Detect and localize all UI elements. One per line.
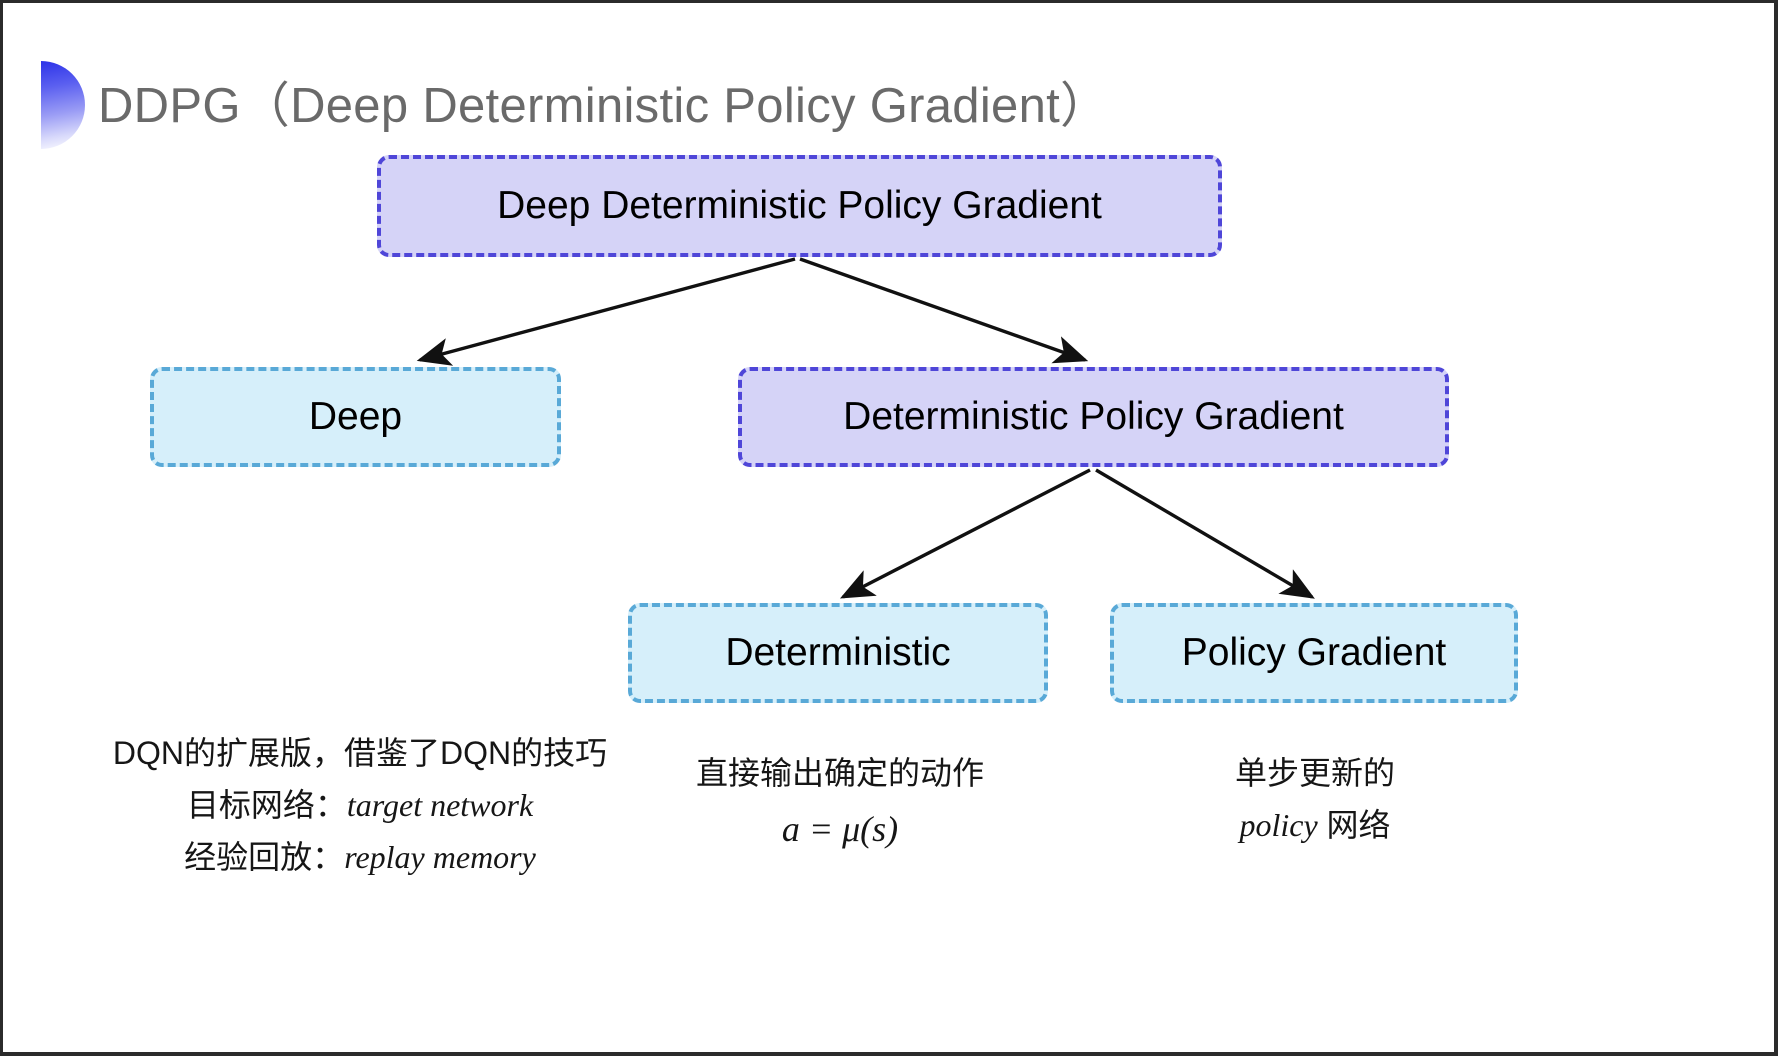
node-deterministic[interactable]: Deterministic — [628, 603, 1048, 703]
slide-border-right — [1774, 0, 1778, 1056]
annotation-deep-line2: 目标网络：target network — [90, 780, 630, 832]
edge-root-to-dpg — [799, 257, 1089, 364]
node-deterministic-policy-gradient[interactable]: Deterministic Policy Gradient — [738, 367, 1449, 467]
annotation-policy-gradient-suffix: 网络 — [1317, 806, 1391, 843]
annotation-deep-line3: 经验回放：replay memory — [90, 832, 630, 884]
edge-root-to-deep — [416, 257, 796, 366]
node-deep-deterministic-policy-gradient[interactable]: Deep Deterministic Policy Gradient — [377, 155, 1222, 257]
node-policy-gradient[interactable]: Policy Gradient — [1110, 603, 1518, 703]
annotation-deep-line2-term: target network — [346, 786, 534, 823]
annotation-deep-line2-label: 目标网络： — [186, 786, 347, 823]
slide-border-bottom — [0, 1052, 1778, 1056]
node-deep[interactable]: Deep — [150, 367, 561, 467]
annotation-deep-line1: DQN的扩展版，借鉴了DQN的技巧 — [112, 735, 608, 771]
annotation-policy-gradient-line2: policy 网络 — [1110, 800, 1520, 852]
annotation-deterministic: 直接输出确定的动作 a = μ(s) — [620, 748, 1060, 858]
annotation-deep-line3-label: 经验回放： — [184, 838, 345, 875]
half-circle-gradient-icon — [41, 61, 85, 149]
annotation-policy-gradient-line1: 单步更新的 — [1234, 755, 1395, 791]
annotation-deep-line3-term: replay memory — [344, 838, 536, 875]
annotation-policy-gradient-term: policy — [1239, 806, 1318, 843]
annotation-deep: DQN的扩展版，借鉴了DQN的技巧 目标网络：target network 经验… — [90, 728, 630, 883]
annotation-policy-gradient: 单步更新的 policy 网络 — [1110, 748, 1520, 852]
edge-dpg-to-deterministic — [839, 468, 1091, 599]
annotation-deterministic-line1: 直接输出确定的动作 — [695, 755, 984, 791]
slide-border-top — [0, 0, 1778, 3]
slide-border-left — [0, 0, 3, 1056]
annotation-deterministic-formula: a = μ(s) — [781, 808, 899, 849]
page-title: DDPG（Deep Deterministic Policy Gradient） — [98, 79, 1110, 133]
edge-dpg-to-policy-gradient — [1095, 468, 1315, 599]
